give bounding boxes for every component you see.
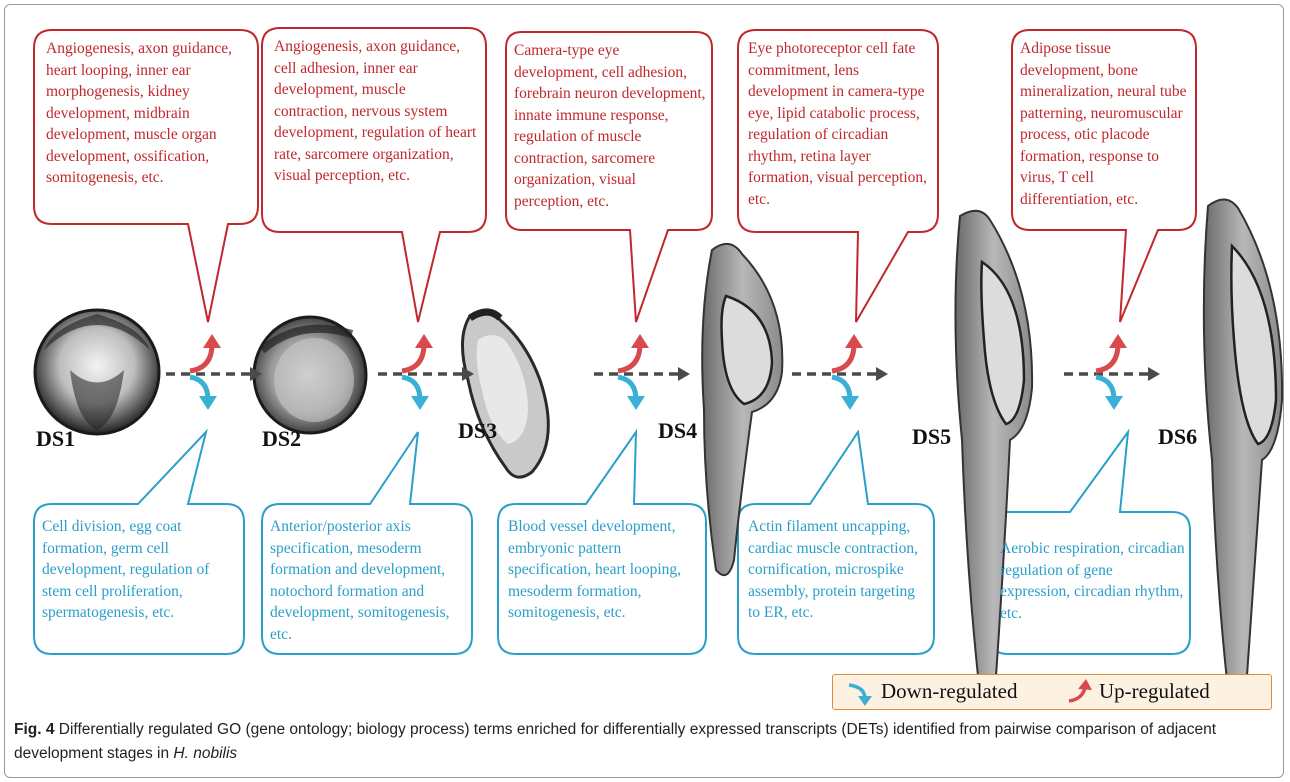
down-terms-ds2-ds3: Anterior/posterior axis specification, m… bbox=[270, 516, 468, 645]
stage-label-ds4: DS4 bbox=[658, 418, 697, 444]
embryo-ds3-image bbox=[462, 311, 548, 477]
species-name: H. nobilis bbox=[173, 745, 237, 762]
down-terms-ds1-ds2: Cell division, egg coat formation, germ … bbox=[42, 516, 238, 624]
transition-arrows-4 bbox=[792, 334, 888, 410]
stage-label-ds2: DS2 bbox=[262, 426, 301, 452]
legend-up-label: Up-regulated bbox=[1099, 679, 1210, 704]
down-terms-ds5-ds6: Aerobic respiration, circadian regulatio… bbox=[1000, 538, 1186, 624]
up-arrow-icon bbox=[1061, 675, 1101, 709]
transition-arrows-2 bbox=[378, 334, 474, 410]
up-terms-ds2-ds3: Angiogenesis, axon guidance, cell adhesi… bbox=[274, 36, 480, 187]
stage-label-ds5: DS5 bbox=[912, 424, 951, 450]
down-terms-ds4-ds5: Actin filament uncapping, cardiac muscle… bbox=[748, 516, 930, 624]
legend-down-label: Down-regulated bbox=[881, 679, 1017, 704]
transition-arrows-1 bbox=[166, 334, 262, 410]
embryo-ds1-image bbox=[35, 310, 159, 434]
up-terms-ds1-ds2: Angiogenesis, axon guidance, heart loopi… bbox=[46, 38, 252, 189]
down-terms-ds3-ds4: Blood vessel development, embryonic patt… bbox=[508, 516, 702, 624]
legend: Down-regulated Up-regulated bbox=[832, 674, 1272, 710]
down-arrow-icon bbox=[843, 675, 883, 709]
up-terms-ds4-ds5: Eye photoreceptor cell fate commitment, … bbox=[748, 38, 932, 210]
stage-label-ds1: DS1 bbox=[36, 426, 75, 452]
figure-caption: Fig. 4 Differentially regulated GO (gene… bbox=[14, 718, 1276, 766]
stage-label-ds6: DS6 bbox=[1158, 424, 1197, 450]
larva-ds6-image bbox=[1204, 199, 1282, 698]
embryo-ds2-image bbox=[254, 317, 366, 433]
stage-label-ds3: DS3 bbox=[458, 418, 497, 444]
transition-arrows-5 bbox=[1064, 334, 1160, 410]
up-terms-ds5-ds6: Adipose tissue development, bone mineral… bbox=[1020, 38, 1190, 210]
transition-arrows-3 bbox=[594, 334, 690, 410]
figure-label: Fig. 4 bbox=[14, 721, 54, 738]
up-terms-ds3-ds4: Camera-type eye development, cell adhesi… bbox=[514, 40, 706, 212]
